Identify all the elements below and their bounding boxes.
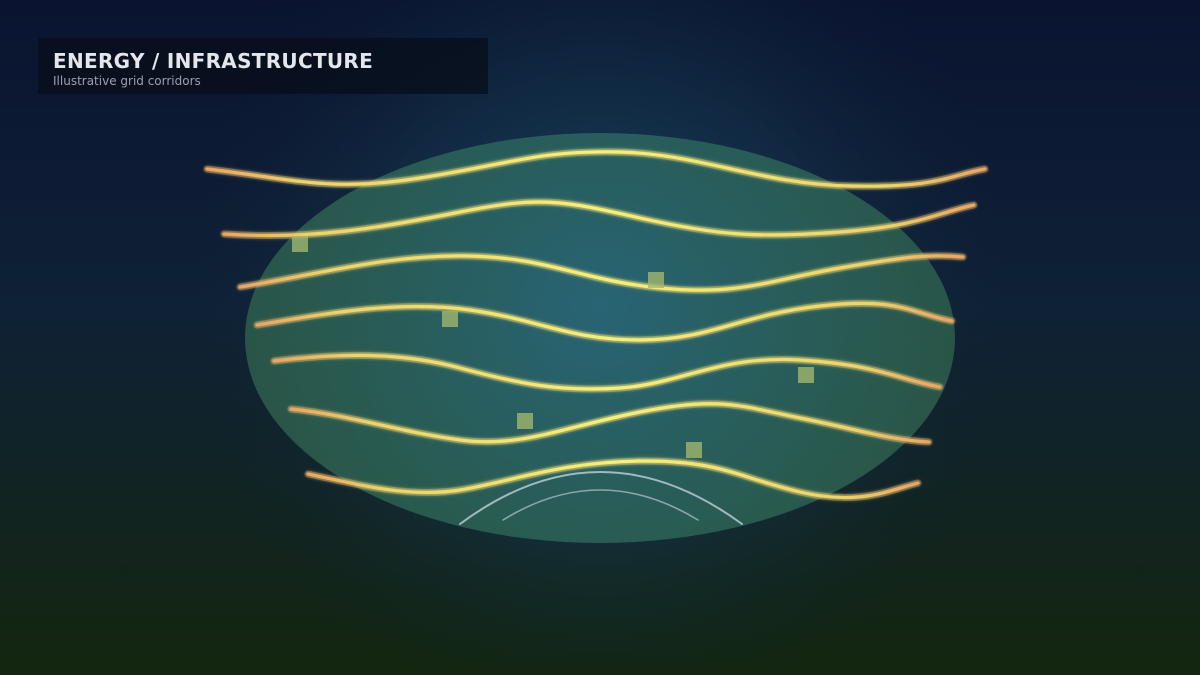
grid-corridor [287,400,933,446]
substation-node-icon [798,367,814,383]
page-subtitle: Illustrative grid corridors [53,74,201,88]
grid-corridor [220,198,978,240]
grid-corridors [203,148,989,501]
corridor-line [255,301,954,342]
corridor-line [289,402,931,444]
grid-corridor [304,457,922,501]
corridor-line [222,200,976,238]
corridor-line [238,254,965,292]
page-title: ENERGY / INFRASTRUCTURE [53,49,374,73]
substation-node-icon [686,442,702,458]
corridor-line [272,353,942,391]
corridor-line [306,459,920,500]
substation-node-icon [292,236,308,252]
grid-corridor [270,351,944,393]
sensor-arc-inner [502,489,699,521]
substation-node-icon [648,272,664,288]
grid-corridor [203,148,989,190]
grid-corridor [253,299,956,344]
title-panel: ENERGY / INFRASTRUCTURE Illustrative gri… [38,38,488,94]
corridor-line [205,150,987,188]
sensor-arc-outer [459,471,743,525]
substation-node-icon [442,311,458,327]
substation-node-icon [517,413,533,429]
grid-corridor [236,252,967,294]
substation-nodes [292,236,814,458]
sensor-arc-icon [459,471,743,525]
